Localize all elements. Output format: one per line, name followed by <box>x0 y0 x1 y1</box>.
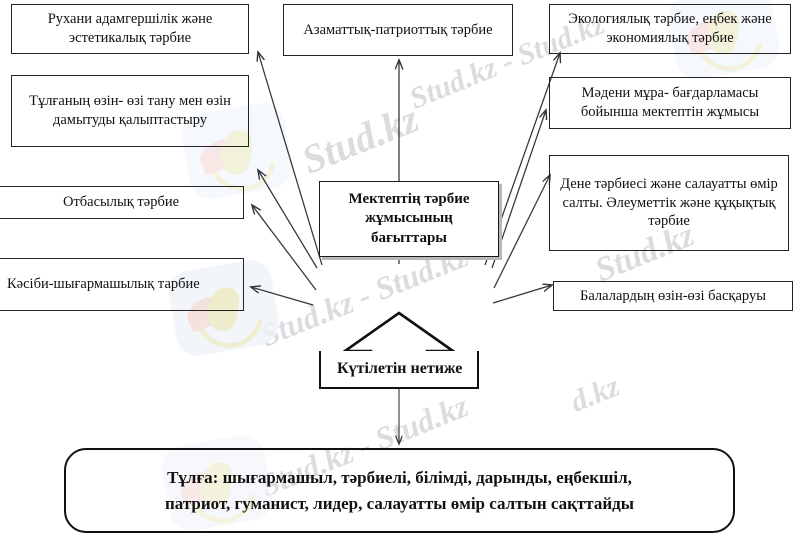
arrow-to-professional-creative <box>251 287 314 306</box>
outcome-line-2: патриот, гуманист, лидер, салауатты өмір… <box>165 493 634 513</box>
branch-label: Азаматтық-патриоттық тәрбие <box>303 21 493 38</box>
branch-box-ecological-labor-economic[interactable]: Экологиялық тәрбие, еңбек және экономиял… <box>549 4 791 54</box>
center-hub-label: Мектептің тәрбие жұмысының бағыттары <box>348 191 470 246</box>
arrow-to-cultural-heritage-program <box>491 110 546 269</box>
branch-label: Экологиялық тәрбие, еңбек және экономиял… <box>568 11 772 46</box>
outcome-line-1: Тұлға: шығармашыл, тәрбиелі, білімді, да… <box>167 468 632 487</box>
branch-label: Отбасылық тәрбие <box>62 194 180 211</box>
arrow-to-self-knowledge-development <box>258 170 318 269</box>
branch-box-family-education[interactable]: Отбасылық тәрбие <box>0 186 244 219</box>
arrow-to-physical-social-legal <box>493 175 550 289</box>
branch-box-civic-patriotic[interactable]: Азаматтық-патриоттық тәрбие <box>283 4 513 56</box>
branch-box-cultural-heritage-program[interactable]: Мәдени мұра- бағдарламасы бойынша мектеп… <box>549 77 791 129</box>
watermark-text: Stud.kz <box>295 95 425 183</box>
branch-box-children-self-government[interactable]: Балалардың өзін-өзі басқаруы <box>553 281 793 311</box>
result-label: Күтілетін нетиже <box>337 359 463 377</box>
branch-box-physical-social-legal[interactable]: Дене тәрбиесі және салауатты өмір салты.… <box>549 155 789 251</box>
branch-label: Рухани адамгершілік және эстетикалық тәр… <box>47 11 213 46</box>
branch-label: Балалардың өзін-өзі басқаруы <box>580 287 766 304</box>
outcome-box[interactable]: Тұлға: шығармашыл, тәрбиелі, білімді, да… <box>64 448 735 533</box>
branch-label: Кәсіби-шығармашылық тарбие <box>7 276 200 293</box>
branch-label: Тұлғаның өзін- өзі тану мен өзін дамытуд… <box>29 93 231 128</box>
branch-box-professional-creative[interactable]: Кәсіби-шығармашылық тарбие <box>0 258 244 311</box>
arrow-to-children-self-government <box>492 285 552 304</box>
center-hub-box[interactable]: Мектептің тәрбие жұмысының бағыттары <box>319 181 499 257</box>
watermark-text: d.kz <box>566 369 624 419</box>
arrow-to-family-education <box>252 205 317 291</box>
result-box[interactable]: Күтілетін нетиже <box>319 351 479 389</box>
result-arrow-cap <box>340 311 458 356</box>
arrow-to-spiritual-moral-aesthetic <box>258 52 323 266</box>
branch-label: Мәдени мұра- бағдарламасы бойынша мектеп… <box>580 85 760 120</box>
branch-label: Дене тәрбиесі және салауатты өмір салты.… <box>560 176 778 230</box>
branch-box-spiritual-moral-aesthetic[interactable]: Рухани адамгершілік және эстетикалық тәр… <box>11 4 249 54</box>
branch-box-self-knowledge-development[interactable]: Тұлғаның өзін- өзі тану мен өзін дамытуд… <box>11 75 249 147</box>
